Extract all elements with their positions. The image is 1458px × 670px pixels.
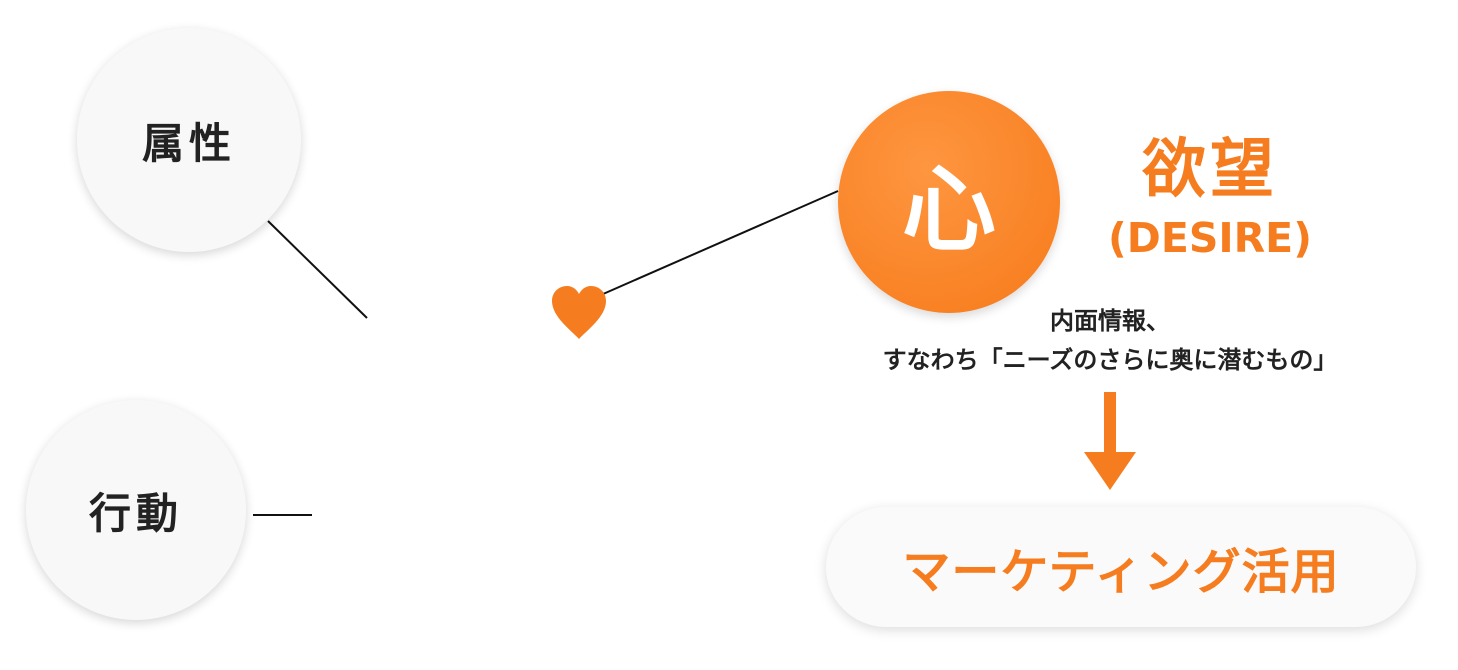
action-label: 行動 <box>88 488 183 538</box>
attribute-connector <box>267 220 368 319</box>
heart-icon <box>552 286 606 339</box>
desire-description-line1: 内面情報、 <box>1050 307 1170 335</box>
desire-description-line2: すなわち「ニーズのさらに奥に潜むもの」 <box>882 346 1338 374</box>
heart-node: 心 <box>838 91 1060 313</box>
heart-label: 心 <box>901 156 996 265</box>
attribute-node: 属性 <box>77 28 301 252</box>
desire-subtitle: (DESIRE) <box>1108 214 1312 262</box>
marketing-usage-box: マーケティング活用 <box>826 507 1416 627</box>
marketing-usage-label: マーケティング活用 <box>902 544 1340 600</box>
action-node: 行動 <box>26 400 246 620</box>
attribute-label: 属性 <box>141 118 236 168</box>
desire-title: 欲望 <box>1142 133 1278 207</box>
desire-description: 内面情報、 すなわち「ニーズのさらに奥に潜むもの」 <box>800 302 1420 380</box>
heart-connector <box>593 190 839 299</box>
down-arrow-icon <box>1084 392 1136 490</box>
